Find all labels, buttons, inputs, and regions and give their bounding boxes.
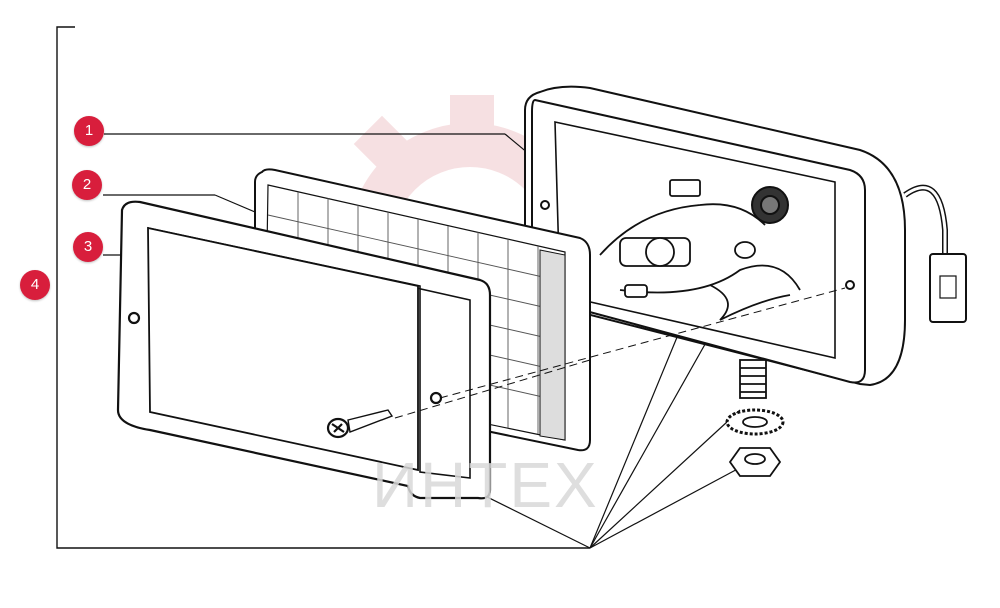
alignment-lines	[394, 287, 846, 419]
callout-4[interactable]: 4	[20, 270, 50, 300]
callout-2[interactable]: 2	[72, 170, 102, 200]
front-bezel	[116, 200, 492, 500]
mounting-hardware	[725, 359, 785, 477]
lamp-housing	[524, 85, 967, 387]
callout-1[interactable]: 1	[74, 116, 104, 146]
watermark-text: ИНТЕХ	[372, 449, 599, 521]
bulb-and-wiring	[599, 179, 801, 321]
assembly-bracket	[56, 26, 590, 549]
callout-3[interactable]: 3	[73, 232, 103, 262]
